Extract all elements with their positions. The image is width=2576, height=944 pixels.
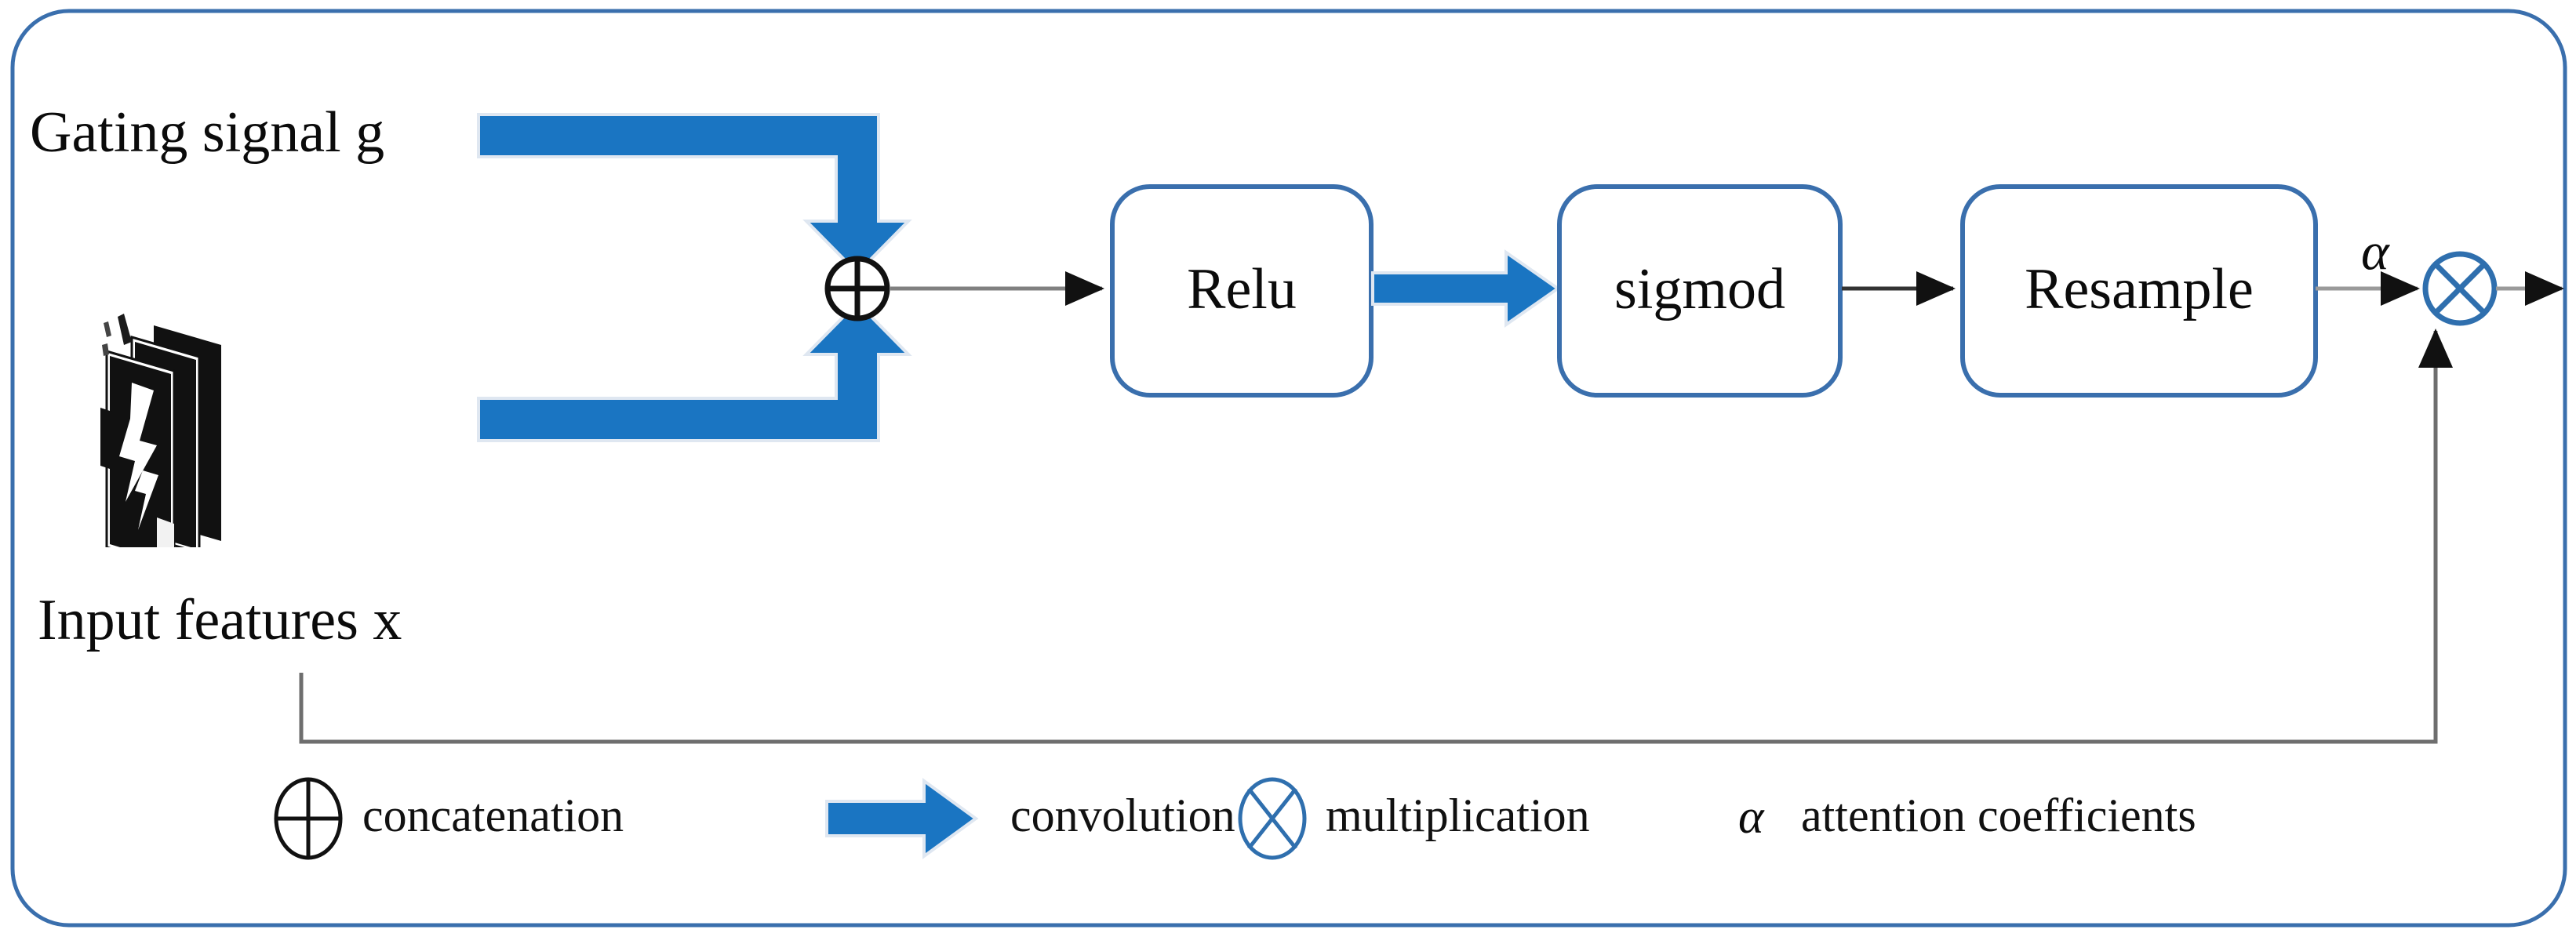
relu-node: Relu	[1110, 184, 1374, 398]
gating-signal-label: Gating signal g	[30, 100, 384, 165]
skip-connection-x-to-multiply	[299, 328, 2453, 744]
conv-arrow-relu-to-sigmod	[1371, 249, 1561, 328]
legend-item-attention-coefficients: α attention coefficients	[1738, 790, 2196, 844]
legend-label-attention-coefficients: attention coefficients	[1801, 790, 2196, 841]
blue-arrow-icon	[825, 778, 979, 859]
sigmod-node: sigmod	[1557, 184, 1843, 398]
conv-arrow-features	[477, 300, 912, 442]
feature-map-stack-icon	[100, 314, 221, 547]
input-features-label: Input features x	[38, 588, 402, 652]
relu-label: Relu	[1187, 257, 1297, 321]
alpha-label: α	[2361, 222, 2390, 281]
legend-label-concatenation: concatenation	[362, 790, 624, 841]
alpha-icon: α	[1738, 790, 1765, 844]
legend: concatenation convolution multiplication	[274, 777, 2196, 860]
legend-item-convolution: convolution	[825, 778, 1235, 859]
circle-plus-icon	[274, 777, 343, 860]
legend-item-concatenation: concatenation	[274, 777, 624, 860]
resample-node: Resample	[1960, 184, 2318, 398]
circle-times-icon	[1238, 777, 1307, 860]
resample-label: Resample	[2025, 257, 2254, 321]
sigmod-label: sigmod	[1614, 257, 1785, 321]
conv-arrow-gating	[477, 113, 912, 275]
legend-label-multiplication: multiplication	[1326, 790, 1590, 841]
legend-label-convolution: convolution	[1010, 790, 1235, 841]
legend-item-multiplication: multiplication	[1238, 777, 1590, 860]
multiplication-node	[2422, 251, 2498, 326]
outer-frame	[10, 9, 2567, 928]
concatenation-node	[824, 256, 890, 321]
